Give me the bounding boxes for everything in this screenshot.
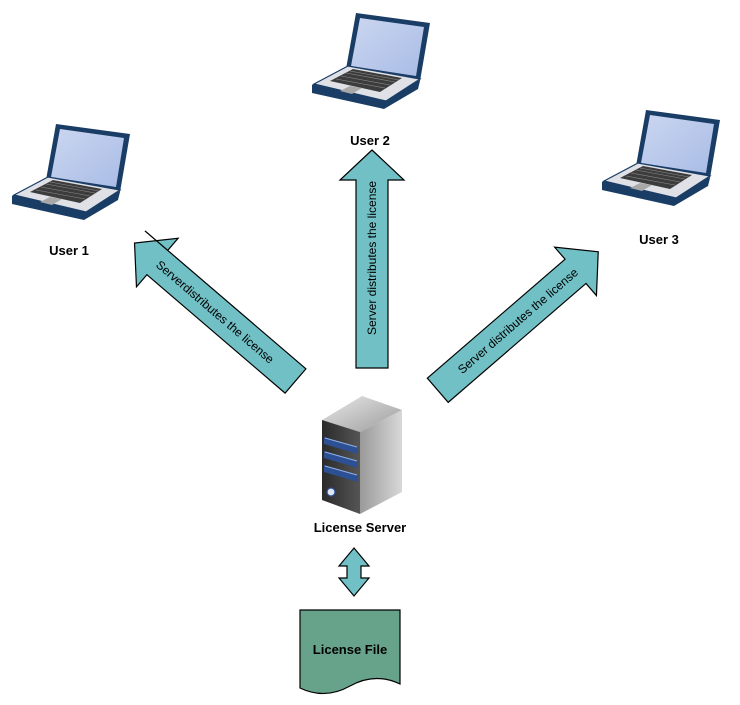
arrow-1-label: Serverdistributes the license — [153, 258, 277, 367]
arrow-2-label: Server distributes the license — [365, 181, 379, 335]
arrow-to-user-2: Server distributes the license — [338, 149, 406, 369]
bidirectional-arrow — [337, 547, 371, 597]
user-1-laptop-icon — [11, 123, 131, 221]
user-2-laptop-icon — [311, 12, 431, 110]
server-tower-icon — [322, 396, 402, 514]
arrow-to-user-3: Server distributes the license — [426, 246, 599, 404]
user-1-label: User 1 — [49, 243, 89, 258]
license-file-label: License File — [313, 642, 387, 657]
arrow-3-label: Server distributes the license — [455, 265, 581, 376]
user-2-label: User 2 — [350, 133, 390, 148]
arrow-to-user-1: Serverdistributes the license — [133, 230, 307, 394]
user-3-label: User 3 — [639, 232, 679, 247]
user-3-laptop-icon — [601, 109, 721, 207]
license-server-label: License Server — [314, 520, 407, 535]
license-file-document-icon: License File — [299, 609, 401, 695]
